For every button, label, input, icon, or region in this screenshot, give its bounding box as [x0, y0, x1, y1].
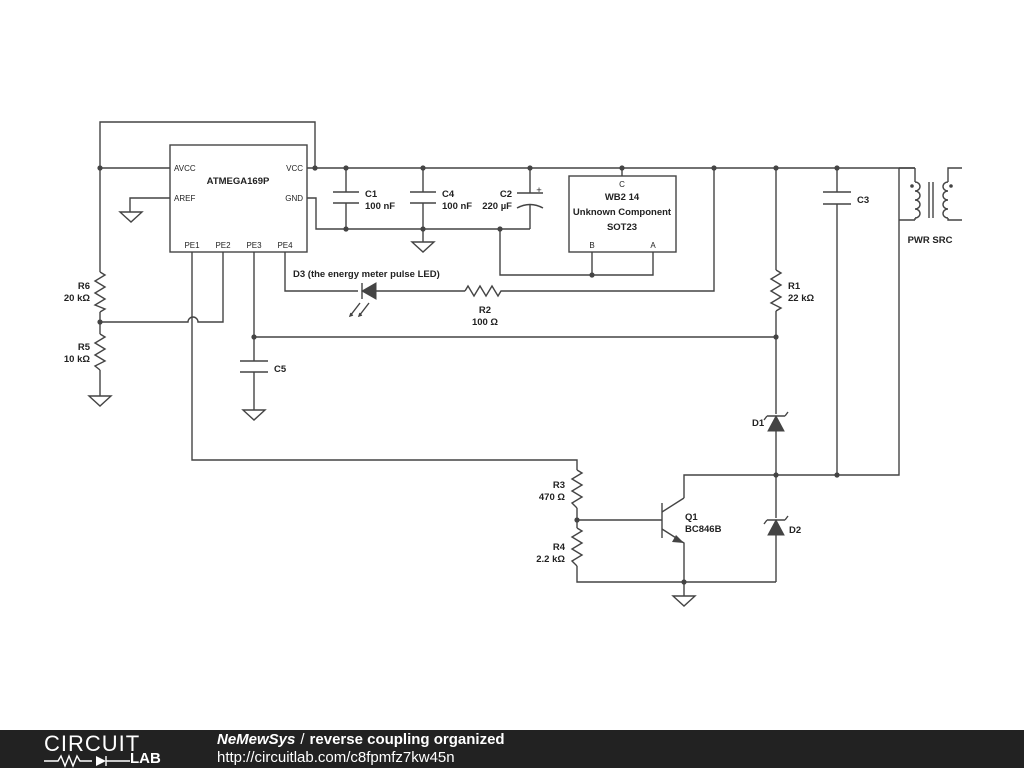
r4-value: 2.2 kΩ: [536, 554, 565, 565]
pwr-src-label: PWR SRC: [908, 235, 953, 246]
transformer-pwr-src: PWR SRC: [908, 167, 962, 246]
zener-d1: D1: [752, 411, 789, 432]
r6-value: 20 kΩ: [64, 293, 90, 304]
resistor-r1: R1 22 kΩ: [769, 269, 814, 312]
r4-name: R4: [553, 542, 566, 553]
mcu-pin-gnd: GND: [285, 194, 303, 203]
ground-symbols: [87, 211, 697, 607]
r3-value: 470 Ω: [539, 492, 565, 503]
title-separator: /: [300, 731, 305, 748]
r1-name: R1: [788, 281, 801, 292]
junctions: [97, 165, 840, 585]
capacitor-c4: C4 100 nF: [410, 189, 472, 212]
circuitlab-logo[interactable]: CIRCUIT LAB: [44, 731, 174, 768]
logo-text-top: CIRCUIT: [44, 731, 141, 756]
wb2-pin-c: C: [619, 180, 625, 189]
ground-r5: [87, 395, 113, 407]
d1-name: D1: [752, 418, 765, 429]
mcu-pin-pe2: PE2: [215, 241, 231, 250]
circuit-title: reverse coupling organized: [309, 731, 505, 748]
capacitor-c1: C1 100 nF: [333, 189, 395, 212]
wb2-package: SOT23: [607, 222, 637, 233]
c2-plus: +: [536, 185, 542, 196]
mcu-name: ATMEGA169P: [207, 176, 270, 187]
resistor-r4: R4 2.2 kΩ: [536, 527, 584, 567]
r2-value: 100 Ω: [472, 317, 498, 328]
c4-value: 100 nF: [442, 201, 472, 212]
q1-name: Q1: [685, 512, 698, 523]
c4-name: C4: [442, 189, 455, 200]
r3-name: R3: [553, 480, 565, 491]
mcu-atmega169p: ATMEGA169P AVCC AREF VCC GND PE1 PE2 PE3…: [169, 144, 308, 253]
capacitor-c5: C5: [240, 360, 287, 375]
ground-aref: [118, 211, 144, 223]
r5-value: 10 kΩ: [64, 354, 90, 365]
r6-name: R6: [78, 281, 90, 292]
ground-gnd-bus: [410, 241, 436, 253]
transistor-q1: Q1 BC846B: [661, 497, 722, 582]
wb2-pin-a: A: [650, 241, 656, 250]
resistor-r3: R3 470 Ω: [539, 469, 584, 509]
wires: [99, 121, 915, 596]
wb2-component: C WB2 14 Unknown Component SOT23 B A: [568, 175, 677, 253]
c1-name: C1: [365, 189, 378, 200]
resistor-r6: R6 20 kΩ: [64, 271, 107, 313]
logo-wave-icon: [44, 754, 130, 768]
led-d3: D3 (the energy meter pulse LED): [293, 269, 440, 318]
c1-value: 100 nF: [365, 201, 395, 212]
schematic-diagram: ATMEGA169P AVCC AREF VCC GND PE1 PE2 PE3…: [64, 121, 962, 607]
c2-name: C2: [500, 189, 512, 200]
c5-name: C5: [274, 364, 287, 375]
ground-c5: [241, 409, 267, 421]
c3-name: C3: [857, 195, 869, 206]
mcu-pin-pe1: PE1: [184, 241, 200, 250]
capacitor-c3: C3: [823, 191, 869, 206]
ground-q1: [671, 595, 697, 607]
author-link[interactable]: NeMewSys: [217, 731, 296, 748]
d3-label: D3 (the energy meter pulse LED): [293, 269, 440, 280]
mcu-pin-vcc: VCC: [286, 164, 303, 173]
mcu-pin-pe3: PE3: [246, 241, 262, 250]
resistor-r2: R2 100 Ω: [464, 284, 503, 328]
wb2-name: WB2 14: [605, 192, 640, 203]
d2-name: D2: [789, 525, 801, 536]
r2-name: R2: [479, 305, 491, 316]
wb2-pin-b: B: [589, 241, 594, 250]
zener-d2: D2: [763, 515, 801, 536]
circuit-url[interactable]: http://circuitlab.com/c8fpmfz7kw45n: [217, 749, 455, 766]
mcu-pin-avcc: AVCC: [174, 164, 196, 173]
capacitor-c2: + C2 220 µF: [482, 185, 544, 212]
r5-name: R5: [78, 342, 91, 353]
c2-value: 220 µF: [482, 201, 512, 212]
resistor-r5: R5 10 kΩ: [64, 333, 107, 371]
r1-value: 22 kΩ: [788, 293, 814, 304]
mcu-pin-pe4: PE4: [277, 241, 293, 250]
wb2-desc: Unknown Component: [573, 207, 672, 218]
logo-text-bottom: LAB: [130, 750, 161, 767]
q1-value: BC846B: [685, 524, 722, 535]
mcu-pin-aref: AREF: [174, 194, 195, 203]
footer-bar: CIRCUIT LAB NeMewSys / reverse coupling …: [0, 730, 1024, 768]
